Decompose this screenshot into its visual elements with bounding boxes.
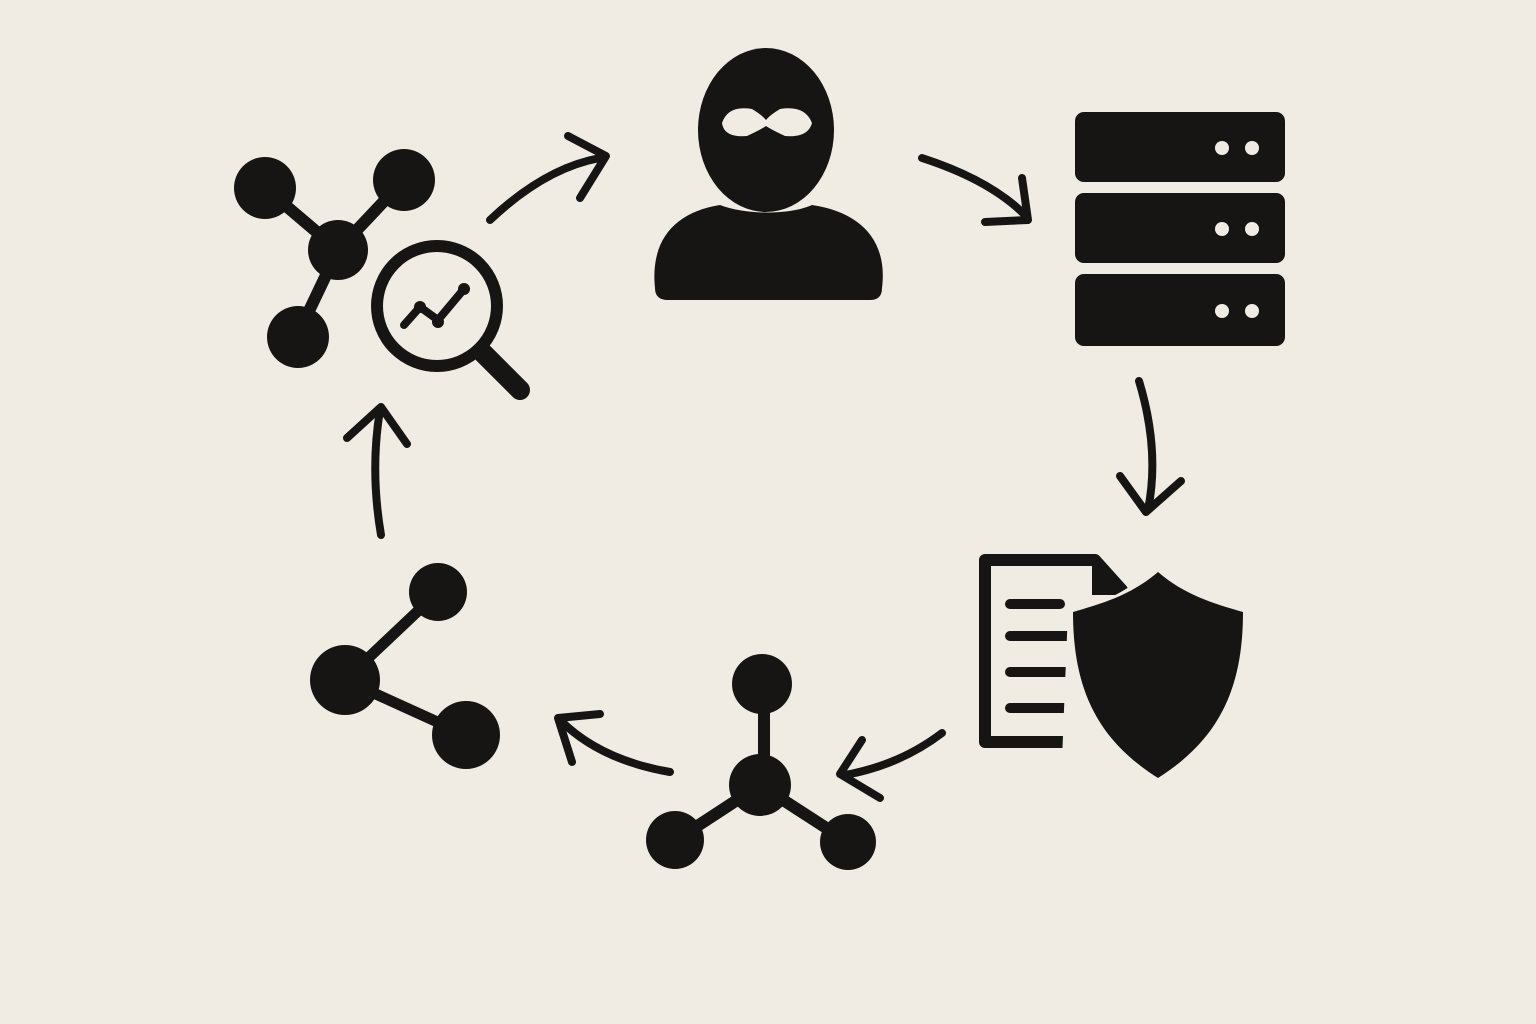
arrow-hub-to-share bbox=[554, 710, 674, 776]
network-magnifier-chart-icon bbox=[234, 149, 530, 400]
arrow-attacker-to-servers bbox=[918, 154, 1032, 226]
document-shield-check-icon bbox=[979, 554, 1255, 790]
arrow-servers-to-policy bbox=[1116, 377, 1185, 516]
arrow-policy-to-hub bbox=[836, 729, 946, 802]
masked-hacker-icon bbox=[654, 48, 883, 300]
arrow-share-to-network bbox=[343, 403, 411, 539]
hub-network-icon bbox=[646, 654, 876, 870]
server-stack-icon bbox=[1075, 112, 1285, 346]
arrow-network-to-attacker bbox=[486, 132, 610, 224]
share-network-icon bbox=[310, 563, 500, 769]
